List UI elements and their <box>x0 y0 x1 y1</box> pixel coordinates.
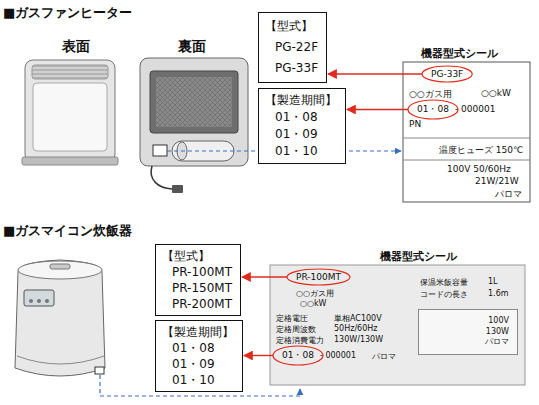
marked-text: PR-100MT <box>296 272 341 282</box>
seal-divider <box>403 138 530 139</box>
box-heading: 【型式】 <box>265 16 318 37</box>
red-circle-mark: PG-33F <box>423 67 471 81</box>
ellipse-shape <box>287 269 350 285</box>
box-item: 01・08 <box>265 109 337 126</box>
seal-text: ○○ガス用 <box>409 88 452 101</box>
box-heading: 【製造期間】 <box>265 92 337 109</box>
seal-text: 単相AC100V <box>334 313 382 324</box>
red-arrow <box>328 73 422 74</box>
cooker-button <box>45 299 49 303</box>
seal-text: 温度ヒューズ 150℃ <box>439 144 523 157</box>
seal-text: PN <box>409 119 421 129</box>
section-label: 表面 <box>62 38 90 56</box>
seal-text: 1.6m <box>488 289 509 298</box>
heater-grille <box>32 65 108 79</box>
box-item: PR-150MT <box>162 280 232 296</box>
section-label: ■ガスマイコン炊飯器 <box>3 222 132 240</box>
box-item: 01・09 <box>265 126 337 143</box>
rating-text: 130W <box>486 327 509 337</box>
seal-text: - 000001 <box>320 351 356 360</box>
cooker-body <box>15 260 105 376</box>
seal-frame <box>270 265 525 385</box>
box-item: PR-200MT <box>162 296 232 312</box>
model-seal: 機器型式シール○○ガス用○○kW- 000001PN温度ヒューズ 150℃100… <box>403 62 530 202</box>
seal-text: ○○kW <box>481 88 511 98</box>
seal-text: - 000001 <box>455 104 495 114</box>
heater-plug <box>172 185 183 193</box>
heater-filter <box>150 71 238 133</box>
cooker-sticker <box>95 367 104 374</box>
rating-box: 100V130Wパロマ <box>418 309 518 355</box>
box-item: PR-100MT <box>162 264 232 280</box>
red-circle-mark: 01・08 <box>274 347 322 364</box>
seal-text: 定格消費電力 <box>276 335 324 346</box>
ellipse-shape <box>408 100 458 119</box>
box-heading: 【型式】 <box>162 248 232 264</box>
red-circle-mark: 01・08 <box>409 101 457 118</box>
box-item: 01・10 <box>265 143 337 160</box>
cooker-button <box>37 299 41 303</box>
info-box: 【製造期間】01・0801・0901・10 <box>258 88 346 164</box>
model-seal: 機器型式シール○○ガス用○○kW定格電圧単相AC100V定格周波数50Hz/60… <box>270 265 525 385</box>
heater-front <box>22 60 118 165</box>
seal-text: コードの長さ <box>420 289 468 300</box>
section-label: 裏面 <box>178 38 206 56</box>
heater-cord <box>151 166 172 189</box>
seal-text: パロマ <box>495 188 522 201</box>
heater-body <box>25 60 115 162</box>
info-box: 【製造期間】01・0801・0901・10 <box>155 320 243 392</box>
seal-text: 100V 50/60Hz <box>447 164 511 174</box>
info-box: 【型式】PR-100MTPR-150MTPR-200MT <box>155 244 241 316</box>
heater-back <box>140 58 248 193</box>
marked-text: 01・08 <box>282 350 314 360</box>
cooker-band <box>17 356 104 364</box>
seal-frame <box>403 62 530 202</box>
cooker-panel <box>24 290 54 306</box>
heater-filter-mesh <box>156 77 232 127</box>
marked-text: 01・08 <box>417 104 449 114</box>
seal-text: 21W/21W <box>475 176 519 186</box>
box-item: 01・10 <box>162 372 234 388</box>
box-item: 01・09 <box>162 356 234 372</box>
seal-text: 1L <box>488 277 498 286</box>
ellipse-shape <box>422 66 472 82</box>
seal-text: パロマ <box>372 351 396 362</box>
seal-text: 定格周波数 <box>276 324 316 335</box>
seal-heading: 機器型式シール <box>380 249 457 264</box>
seal-text: 保温米飯容量 <box>420 277 468 288</box>
red-arrow <box>347 109 408 110</box>
box-item: PG-22F <box>265 37 318 58</box>
red-circle-mark: PR-100MT <box>288 270 349 284</box>
box-item: 01・08 <box>162 340 234 356</box>
heater-sticker <box>153 145 167 156</box>
cooker-button <box>29 299 33 303</box>
heater-panel <box>33 83 107 151</box>
red-arrow <box>244 355 273 356</box>
seal-text: ○○ガス用 <box>296 288 334 299</box>
seal-text: 130W/130W <box>334 335 383 344</box>
seal-divider <box>403 160 530 161</box>
cooker-lid <box>18 261 102 279</box>
seal-text: 定格電圧 <box>276 313 308 324</box>
box-item: PG-33F <box>265 58 318 79</box>
ellipse-shape <box>273 346 323 365</box>
seal-heading: 機器型式シール <box>421 46 498 61</box>
seal-text: ○○kW <box>300 299 327 308</box>
cooker-handle <box>50 264 70 269</box>
rice-cooker <box>15 260 105 376</box>
box-heading: 【製造期間】 <box>162 324 234 340</box>
heater-back-body <box>140 58 248 166</box>
rating-text: パロマ <box>485 337 509 347</box>
seal-text: 50Hz/60Hz <box>334 324 377 333</box>
info-box: 【型式】PG-22FPG-33F <box>258 12 327 83</box>
red-arrow <box>242 276 287 277</box>
section-label: ■ガスファンヒーター <box>3 4 132 22</box>
rating-text: 100V <box>488 316 509 326</box>
marked-text: PG-33F <box>431 69 463 79</box>
heater-base <box>22 157 118 165</box>
connectors <box>242 74 422 356</box>
